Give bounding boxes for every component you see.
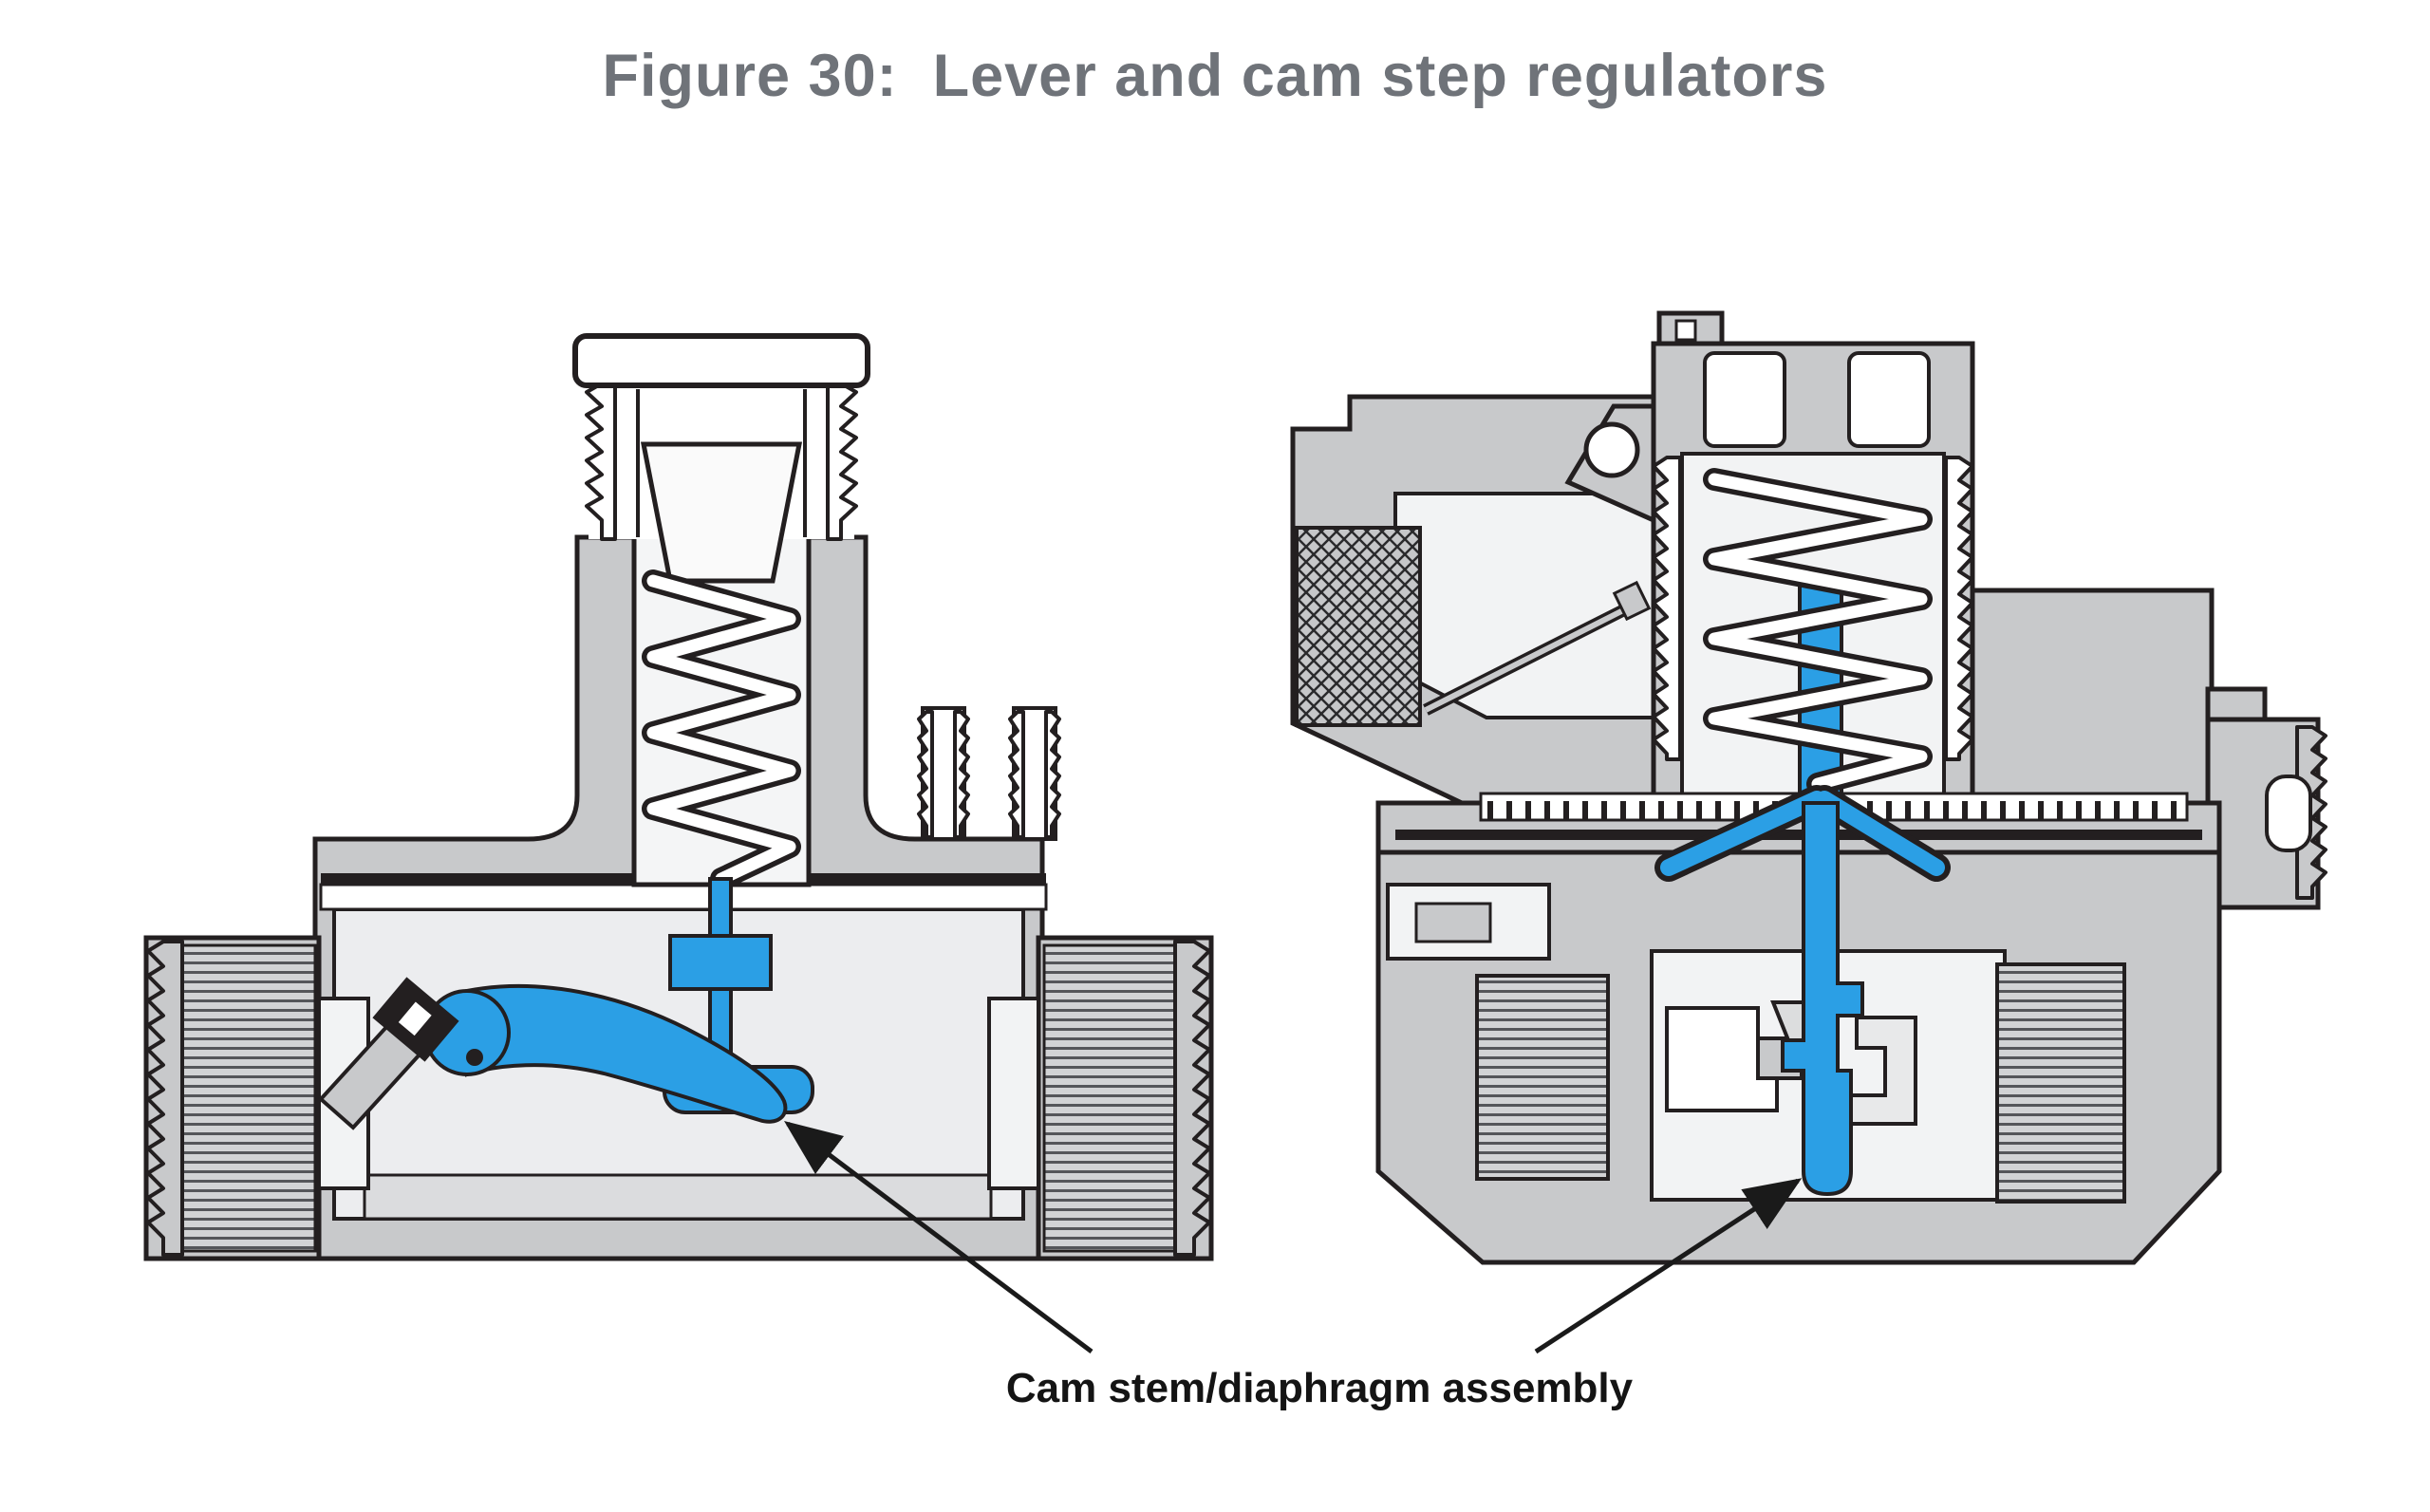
stem-guide-block — [668, 934, 773, 991]
inlet-pipe-threads — [143, 935, 322, 1261]
left-housing-cavity — [1393, 492, 1655, 719]
cam-stem-lower — [1781, 801, 1864, 1197]
cavity-ledge — [363, 1173, 993, 1221]
cap-slot-left — [1703, 351, 1786, 448]
cap-slot-right — [1847, 351, 1931, 448]
lever-arm — [465, 984, 788, 1124]
inlet-threads — [1475, 974, 1610, 1181]
spring — [642, 569, 801, 890]
outlet-pipe-threads — [1036, 935, 1214, 1261]
vent-lever — [1423, 580, 1652, 716]
outlet-bore — [987, 997, 1040, 1190]
right-upper-block — [1970, 588, 2215, 806]
cam-stem-diaphragm-assembly-right — [1654, 785, 1951, 1197]
figure-title: Figure 30: Lever and cam step regulators — [602, 43, 1828, 109]
adjusting-screw — [640, 441, 803, 584]
callout-arrows — [784, 1121, 1803, 1354]
arrow-to-left-regulator — [784, 1121, 1094, 1353]
pivot-hole — [466, 1049, 483, 1066]
vent-boss-threads — [917, 706, 1061, 841]
inlet-valve — [318, 977, 459, 1130]
vent-plug-threads — [1295, 526, 1422, 727]
outlet-test-fitting — [2205, 686, 2327, 910]
gauge-plug — [1414, 902, 1492, 943]
spring — [1703, 468, 1933, 795]
callout-label: Cam stem/diaphragm assembly — [1005, 1365, 1634, 1411]
right-regulator-diagram — [1290, 310, 2327, 1265]
left-regulator-diagram — [143, 333, 1214, 1261]
arrow-to-right-regulator — [1534, 1178, 1803, 1354]
mounting-hole — [1583, 421, 1640, 478]
adjustment-cap — [572, 333, 870, 388]
outlet-threads — [1995, 962, 2126, 1204]
